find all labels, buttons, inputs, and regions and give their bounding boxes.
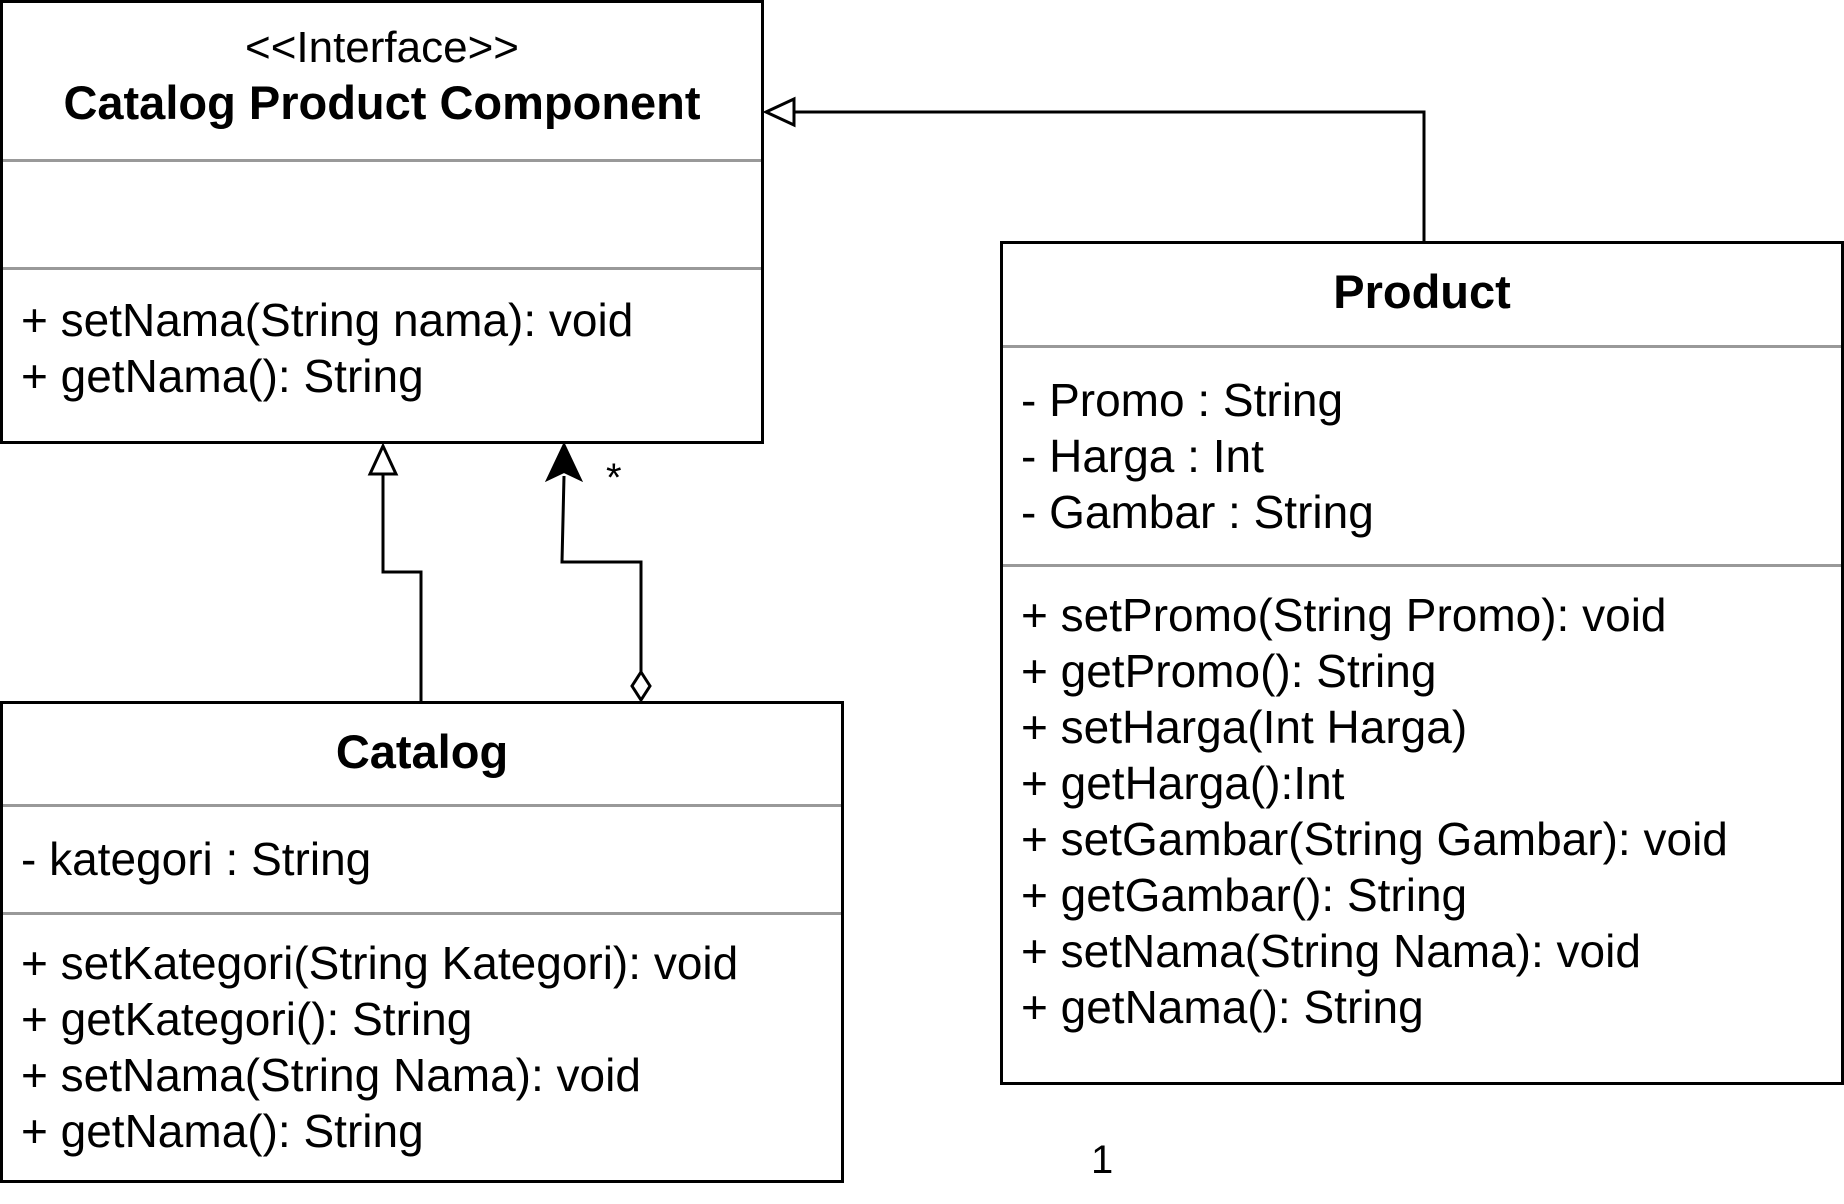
catalog-method: + setKategori(String Kategori): void: [21, 937, 739, 989]
interface-class-box[interactable]: <<Interface>> Catalog Product Component …: [0, 0, 764, 444]
navigable-arrowhead-icon: [544, 441, 584, 483]
interface-method: + getNama(): String: [21, 350, 424, 402]
catalog-class-name: Catalog: [335, 725, 509, 778]
catalog-method: + getNama(): String: [21, 1105, 424, 1157]
product-methods-section: + setPromo(String Promo): void + getProm…: [1003, 567, 1841, 1035]
interface-methods-section: + setNama(String nama): void + getNama()…: [3, 270, 761, 404]
product-method: + setHarga(Int Harga): [1021, 701, 1468, 753]
catalog-method: + getKategori(): String: [21, 993, 473, 1045]
catalog-class-box[interactable]: Catalog - kategori : String + setKategor…: [0, 701, 844, 1183]
interface-class-name: Catalog Product Component: [63, 76, 701, 129]
product-class-box[interactable]: Product - Promo : String - Harga : Int -…: [1000, 241, 1844, 1085]
product-class-header: Product: [1003, 244, 1841, 348]
realization-arrowhead-icon: [762, 96, 796, 128]
product-attributes-section: - Promo : String - Harga : Int - Gambar …: [1003, 348, 1841, 567]
product-class-name: Product: [1333, 265, 1511, 318]
interface-attributes-section: [3, 162, 761, 270]
aggregation-source-multiplicity: 1: [1091, 1138, 1114, 1182]
product-method: + getNama(): String: [1021, 981, 1424, 1033]
interface-method: + setNama(String nama): void: [21, 294, 634, 346]
aggregation-target-multiplicity: *: [606, 456, 622, 500]
product-attribute: - Harga : Int: [1021, 430, 1264, 482]
realization-arrowhead-icon: [367, 442, 399, 476]
product-method: + getHarga():Int: [1021, 757, 1345, 809]
product-method: + setPromo(String Promo): void: [1021, 589, 1667, 641]
product-method: + getPromo(): String: [1021, 645, 1437, 697]
product-method: + getGambar(): String: [1021, 869, 1468, 921]
product-method: + setNama(String Nama): void: [1021, 925, 1641, 977]
catalog-realization-arrow[interactable]: [367, 442, 423, 701]
catalog-aggregation-arrow[interactable]: [544, 441, 652, 703]
catalog-methods-section: + setKategori(String Kategori): void + g…: [3, 915, 841, 1159]
catalog-method: + setNama(String Nama): void: [21, 1049, 641, 1101]
interface-stereotype: <<Interface>>: [245, 23, 519, 72]
catalog-attribute: - kategori : String: [21, 833, 372, 885]
catalog-class-header: Catalog: [3, 704, 841, 807]
product-realization-arrow[interactable]: [762, 96, 1426, 241]
product-attribute: - Promo : String: [1021, 374, 1344, 426]
product-method: + setGambar(String Gambar): void: [1021, 813, 1728, 865]
aggregation-diamond-icon: [630, 669, 652, 703]
interface-class-header: <<Interface>> Catalog Product Component: [3, 3, 761, 162]
catalog-attributes-section: - kategori : String: [3, 807, 841, 915]
product-attribute: - Gambar : String: [1021, 486, 1374, 538]
